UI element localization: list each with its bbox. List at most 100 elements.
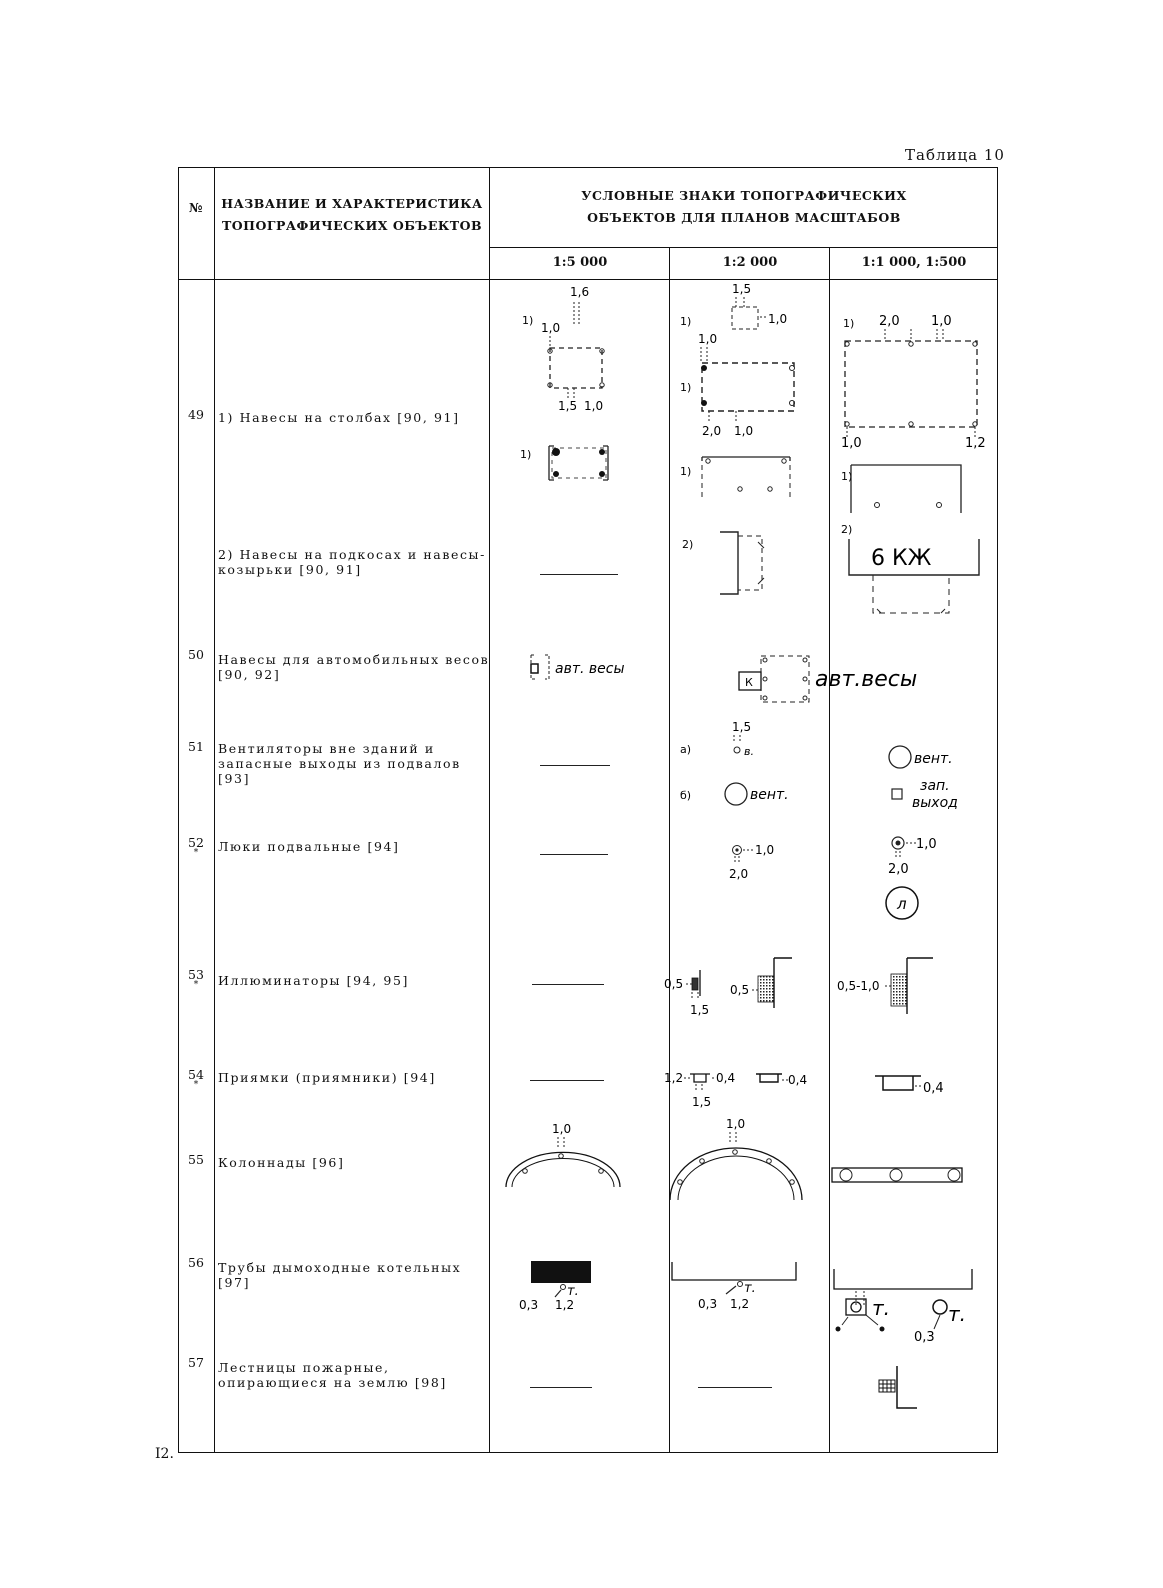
sign-annotation: вент. — [750, 787, 789, 803]
sign-annotation: т. — [744, 1281, 756, 1296]
header-number: № — [188, 200, 204, 215]
chimney-sign-5000: т. 0,3 1,2 — [519, 1261, 591, 1312]
dimension-label: 1,2 — [965, 436, 986, 451]
header-divider — [489, 247, 998, 248]
basement-hatch-sign-2000: 1,0 2,0 — [729, 843, 774, 881]
sign-annotation: зап. — [920, 778, 950, 794]
dimension-label: 0,3 — [519, 1298, 538, 1312]
scale-1-5000: 1:5 000 — [552, 255, 608, 270]
dimension-label: 1,5 — [558, 399, 577, 413]
dimension-label: 1,0 — [768, 312, 787, 326]
column-divider — [214, 167, 215, 1453]
colonnade-sign-2000: 1,0 — [669, 1117, 803, 1201]
dimension-label: 1,5 — [690, 1003, 709, 1017]
row-name: Лестницы пожарные, опирающиеся на землю … — [218, 1360, 447, 1390]
row-number: 49 — [188, 407, 204, 422]
sign-annotation: вент. — [914, 751, 953, 767]
dimension-label: 1,0 — [726, 1117, 745, 1131]
column-divider — [669, 247, 670, 1453]
header-bottom-line — [178, 279, 998, 280]
sign-annotation: в. — [744, 745, 754, 758]
variant-label: 1) — [680, 465, 691, 478]
dimension-label: 0,4 — [788, 1073, 807, 1087]
dimension-label: 0,5 — [730, 983, 749, 997]
canopy-on-posts-sign-5000: 1) 1,6 1,0 1,5 1,0 1) — [520, 285, 609, 481]
variant-label: 1) — [522, 314, 533, 327]
row-name: Приямки (приямники) [94] — [218, 1070, 436, 1085]
dimension-label: 2,0 — [729, 867, 748, 881]
scale-1-1000-500: 1:1 000, 1:500 — [861, 255, 967, 270]
no-symbol-dash — [698, 1387, 772, 1388]
sign-annotation: т. — [567, 1284, 579, 1299]
row-name: Иллюминаторы [94, 95] — [218, 973, 409, 988]
porthole-sign-2000: 0,5 1,5 0,5 — [664, 957, 792, 1017]
table-border-top — [178, 167, 998, 168]
dimension-label: 0,3 — [698, 1297, 717, 1311]
dimension-label: 1,2 — [555, 1298, 574, 1312]
no-symbol-dash — [530, 1387, 592, 1388]
conventional-signs-table: № НАЗВАНИЕ И ХАРАКТЕРИСТИКА ТОПОГРАФИЧЕС… — [178, 167, 998, 1453]
row-number: 57 — [188, 1355, 204, 1370]
row-number: 54* — [178, 1067, 214, 1090]
row-name: 2) Навесы на подкосах и навесы-козырьки … — [218, 547, 486, 577]
canopy-awning-sign-1000: 2) 6 КЖ — [841, 523, 980, 614]
dimension-label: 1,5 — [732, 720, 751, 734]
header-name: НАЗВАНИЕ И ХАРАКТЕРИСТИКА ТОПОГРАФИЧЕСКИ… — [218, 193, 486, 237]
basement-hatch-sign-1000: 1,0 2,0 л — [885, 836, 937, 920]
dimension-label: 0,4 — [716, 1071, 735, 1085]
pit-sign-1000: 0,4 — [875, 1075, 944, 1096]
variant-label: 1) — [680, 381, 691, 394]
dimension-label: 0,5-1,0 — [837, 979, 880, 993]
sign-annotation: л — [896, 895, 907, 913]
dimension-label: 2,0 — [879, 314, 900, 329]
no-symbol-dash — [532, 984, 604, 985]
sign-annotation: т. — [948, 1302, 966, 1326]
header-name-line: НАЗВАНИЕ И ХАРАКТЕРИСТИКА — [221, 196, 483, 211]
porthole-sign-1000: 0,5-1,0 — [837, 957, 933, 1014]
dimension-label: 1,0 — [734, 424, 753, 438]
fire-ladder-sign-1000 — [878, 1366, 917, 1409]
row-name: Навесы для автомобильных весов [90, 92] — [218, 652, 490, 682]
dimension-label: 1,0 — [552, 1122, 571, 1136]
table-caption: Таблица 10 — [905, 146, 1005, 164]
variant-label: 1) — [680, 315, 691, 328]
row-number: 56 — [188, 1255, 204, 1270]
table-border-left — [178, 167, 179, 1453]
sign-annotation: выход — [912, 795, 958, 811]
sign-annotation: К — [745, 676, 753, 689]
canopy-on-braces-sign-2000: 2) — [682, 531, 765, 595]
column-divider — [489, 167, 490, 1453]
scale-1-2000: 1:2 000 — [722, 255, 778, 270]
table-border-bottom — [178, 1452, 998, 1453]
header-name-line: ТОПОГРАФИЧЕСКИХ ОБЪЕКТОВ — [221, 218, 483, 233]
canopy-on-posts-sign-2000: 1,5 1) 1,0 1,0 1) 2,0 1,0 1) — [680, 282, 795, 497]
row-name: Колоннады [96] — [218, 1155, 345, 1170]
variant-label: 1) — [520, 448, 531, 461]
header-signs-line: ОБЪЕКТОВ ДЛЯ ПЛАНОВ МАСШТАБОВ — [587, 210, 901, 225]
row-name: Вентиляторы вне зданий и запасные выходы… — [218, 741, 461, 786]
no-symbol-dash — [530, 1080, 604, 1081]
sign-annotation: т. — [872, 1296, 890, 1320]
row-number: 55 — [188, 1152, 204, 1167]
variant-label: а) — [680, 743, 691, 756]
material-label: 6 КЖ — [871, 546, 932, 571]
dimension-label: 1,2 — [664, 1071, 683, 1085]
row-number: 52* — [178, 835, 214, 858]
dimension-label: 1,0 — [698, 332, 717, 346]
no-symbol-dash — [540, 765, 610, 766]
chimney-sign-2000: т. 0,3 1,2 — [671, 1262, 797, 1311]
page-number: I2. — [155, 1446, 174, 1462]
dimension-label: 2,0 — [702, 424, 721, 438]
required-mark: * — [193, 1080, 199, 1090]
dimension-label: 1,2 — [730, 1297, 749, 1311]
row-number: 53* — [178, 967, 214, 990]
required-mark: * — [193, 848, 199, 858]
row-number: 51 — [188, 739, 204, 754]
dimension-label: 1,0 — [541, 321, 560, 335]
dimension-label: 0,4 — [923, 1081, 944, 1096]
dimension-label: 2,0 — [888, 862, 909, 877]
row-number: 50 — [188, 647, 204, 662]
no-symbol-dash — [540, 574, 618, 575]
variant-label: 2) — [841, 523, 852, 536]
colonnade-sign-5000: 1,0 — [505, 1122, 621, 1188]
